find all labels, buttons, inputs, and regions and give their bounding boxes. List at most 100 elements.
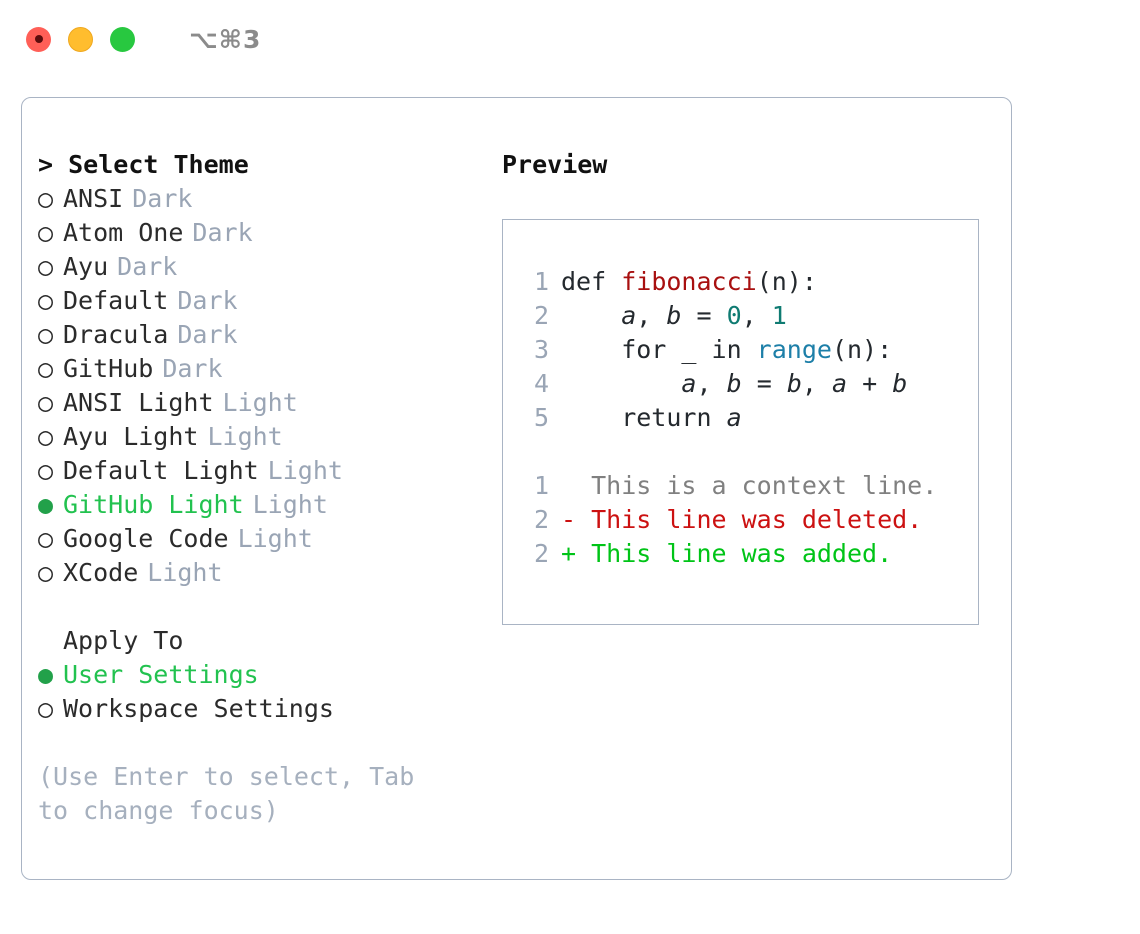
apply-to-label: Workspace Settings bbox=[63, 694, 334, 723]
radio-unselected-icon: ○ bbox=[38, 184, 54, 213]
code-line: 5 return a bbox=[523, 401, 978, 435]
apply-to-label: User Settings bbox=[63, 660, 259, 689]
code-token: def bbox=[561, 267, 622, 296]
code-line-content: a, b = b, a + b bbox=[561, 367, 907, 401]
radio-unselected-icon: ○ bbox=[38, 558, 54, 587]
apply-to-item[interactable]: ●User Settings bbox=[38, 658, 487, 692]
code-line-content: for _ in range(n): bbox=[561, 333, 892, 367]
radio-unselected-icon: ○ bbox=[38, 456, 54, 485]
maximize-button-icon[interactable] bbox=[110, 26, 135, 52]
minimize-button-icon[interactable] bbox=[68, 26, 93, 52]
apply-to-marker-placeholder: ○ bbox=[38, 624, 63, 658]
code-token: 0 bbox=[726, 301, 742, 330]
theme-name-label: XCode bbox=[63, 558, 139, 587]
code-line-number: 2 bbox=[533, 301, 549, 330]
code-token: b bbox=[892, 369, 908, 398]
diff-line: 2- This line was deleted. bbox=[523, 503, 978, 537]
code-line: 2 a, b = 0, 1 bbox=[523, 299, 978, 333]
theme-variant-tag: Dark bbox=[177, 286, 238, 315]
theme-list-item[interactable]: ○ Dracula Dark bbox=[38, 318, 487, 352]
select-theme-heading-label: Select Theme bbox=[68, 150, 249, 179]
code-token: fibonacci bbox=[621, 267, 757, 296]
apply-to-list: ●User Settings○Workspace Settings bbox=[38, 658, 487, 726]
theme-variant-tag: Dark bbox=[132, 184, 193, 213]
theme-name-label: GitHub Light bbox=[63, 490, 244, 519]
theme-variant-tag: Dark bbox=[177, 320, 238, 349]
apply-to-heading: ○Apply To bbox=[38, 624, 487, 658]
code-token: a bbox=[621, 301, 637, 330]
theme-variant-tag: Dark bbox=[162, 354, 223, 383]
theme-list-item[interactable]: ○ Default Light Light bbox=[38, 454, 487, 488]
diff-sign: - bbox=[561, 505, 592, 534]
theme-name-label: Ayu Light bbox=[63, 422, 199, 451]
diff-sign: + bbox=[561, 539, 592, 568]
radio-unselected-icon: ○ bbox=[38, 422, 54, 451]
code-token: b bbox=[786, 369, 802, 398]
heading-caret-icon: > bbox=[38, 150, 54, 179]
code-token bbox=[561, 301, 621, 330]
diff-line-text: This line was deleted. bbox=[591, 505, 923, 534]
keyboard-hint-text: (Use Enter to select, Tab to change focu… bbox=[38, 762, 415, 825]
code-token: = bbox=[681, 301, 727, 330]
diff-line-number: 2 bbox=[533, 505, 549, 534]
code-token: a bbox=[726, 403, 742, 432]
diff-line: 2+ This line was added. bbox=[523, 537, 978, 571]
code-line-number: 5 bbox=[533, 403, 549, 432]
theme-variant-tag: Dark bbox=[117, 252, 178, 281]
code-token: return bbox=[561, 403, 727, 432]
select-theme-heading: > Select Theme bbox=[38, 148, 487, 182]
theme-name-label: Default Light bbox=[63, 456, 259, 485]
diff-line: 1 This is a context line. bbox=[523, 469, 978, 503]
theme-name-label: Ayu bbox=[63, 252, 109, 281]
code-token: for _ in bbox=[561, 335, 757, 364]
diff-line-text: This line was added. bbox=[591, 539, 893, 568]
diff-line-number: 1 bbox=[533, 471, 549, 500]
theme-name-label: Atom One bbox=[63, 218, 184, 247]
radio-unselected-icon: ○ bbox=[38, 218, 54, 247]
theme-variant-tag: Light bbox=[252, 490, 328, 519]
code-token: b bbox=[666, 301, 682, 330]
radio-unselected-icon: ○ bbox=[38, 320, 54, 349]
list-spacer bbox=[38, 590, 487, 624]
close-button-icon[interactable] bbox=[26, 26, 51, 52]
apply-to-item[interactable]: ○Workspace Settings bbox=[38, 692, 487, 726]
code-token: + bbox=[847, 369, 893, 398]
radio-selected-icon: ● bbox=[38, 490, 54, 519]
radio-unselected-icon: ○ bbox=[38, 354, 54, 383]
theme-name-label: Dracula bbox=[63, 320, 169, 349]
code-line-number: 3 bbox=[533, 335, 549, 364]
code-token: b bbox=[726, 369, 742, 398]
window-controls bbox=[26, 26, 135, 52]
radio-unselected-icon: ○ bbox=[38, 388, 54, 417]
theme-variant-tag: Light bbox=[207, 422, 283, 451]
theme-list-item[interactable]: ○ Ayu Light Light bbox=[38, 420, 487, 454]
theme-list-item[interactable]: ○ Ayu Dark bbox=[38, 250, 487, 284]
code-token: (n): bbox=[756, 267, 817, 296]
preview-heading: Preview bbox=[502, 150, 608, 179]
radio-unselected-icon: ○ bbox=[38, 252, 54, 281]
code-line-number: 4 bbox=[533, 369, 549, 398]
code-line-content: a, b = 0, 1 bbox=[561, 299, 787, 333]
theme-name-label: Google Code bbox=[63, 524, 229, 553]
theme-list-item[interactable]: ● GitHub Light Light bbox=[38, 488, 487, 522]
theme-variant-tag: Light bbox=[222, 388, 298, 417]
theme-variant-tag: Light bbox=[267, 456, 343, 485]
radio-unselected-icon: ○ bbox=[38, 286, 54, 315]
theme-variant-tag: Light bbox=[237, 524, 313, 553]
code-line-content: def fibonacci(n): bbox=[561, 265, 817, 299]
